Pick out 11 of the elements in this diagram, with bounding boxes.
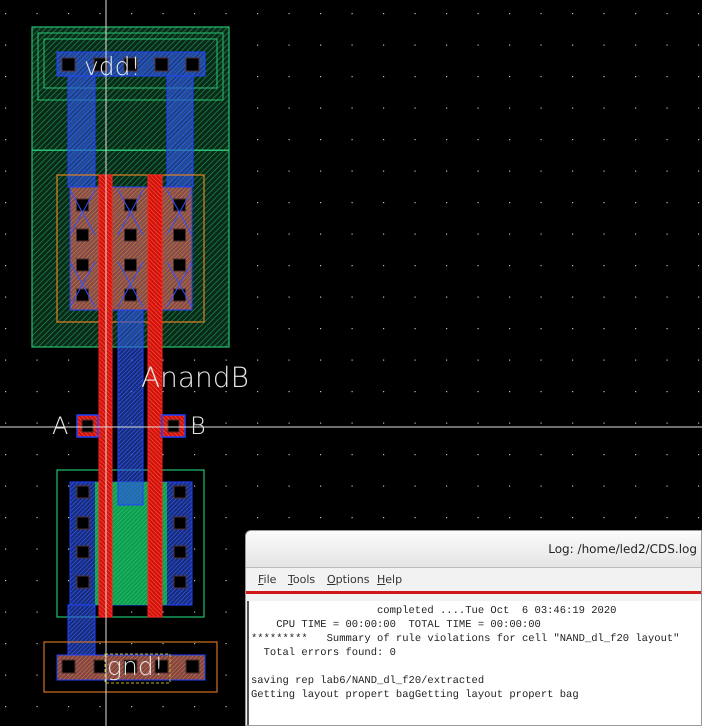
log-line: ********* Summary of rule violations for cell "NAND_dl_f20 layout" bbox=[251, 634, 680, 644]
menu-item: Help bbox=[377, 574, 402, 585]
log-line: Total errors found: 0 bbox=[264, 648, 396, 658]
log-line: Getting layout propert bagGetting layout propert bag bbox=[251, 690, 579, 700]
window-title: Log: /home/led2/CDS.log bbox=[548, 543, 697, 555]
log-line: completed ....Tue Oct 6 03:46:19 2020 bbox=[377, 606, 616, 616]
menu-item: File bbox=[258, 574, 276, 585]
log-line: saving rep lab6/NAND_dl_f20/extracted bbox=[251, 676, 484, 686]
menu-item: Options bbox=[327, 574, 370, 585]
menu-item: Tools bbox=[288, 574, 316, 585]
log-line: CPU TIME = 00:00:00 TOTAL TIME = 00:00:00 bbox=[276, 620, 541, 630]
